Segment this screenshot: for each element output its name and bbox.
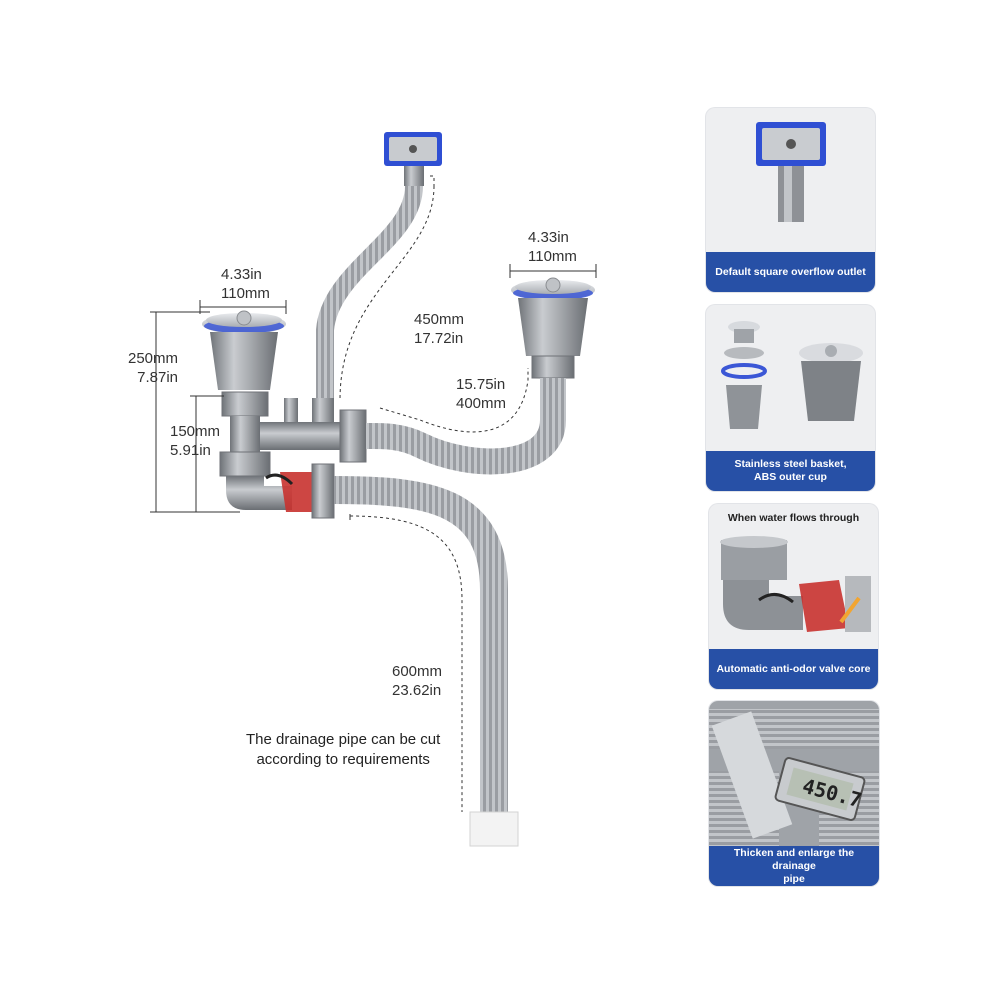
left-trap: [219, 398, 367, 510]
dimension-lines: [150, 175, 597, 812]
feature-card-basket: Stainless steel basket,ABS outer cup: [706, 305, 875, 491]
card-caption: Stainless steel basket,ABS outer cup: [706, 451, 875, 491]
basket-photo: [721, 321, 863, 429]
card-caption: Default square overflow outlet: [706, 252, 875, 292]
right-basket-dimension: 4.33in 110mm: [528, 229, 577, 265]
left-basket-dimension: 4.33in 110mm: [221, 266, 270, 302]
overflow-hose-dimension: 450mm 17.72in: [414, 311, 465, 347]
drain-hose: [333, 476, 508, 812]
valve-photo: [720, 536, 871, 632]
feature-card-valve: When water flows through Automatic anti-…: [709, 504, 878, 689]
connector-hose-dimension: 15.75in 400mm: [456, 376, 507, 412]
cut-to-length-note: The drainage pipe can be cut according t…: [246, 731, 441, 768]
left-sink-basket: [202, 310, 286, 417]
feature-card-overflow: Default square overflow outlet: [706, 108, 875, 292]
overflow-hose: [316, 185, 423, 402]
connector-hose: [365, 378, 566, 475]
right-sink-basket: [511, 277, 595, 379]
overflow-outlet: [384, 132, 442, 186]
card-caption: Automatic anti-odor valve core: [709, 649, 878, 689]
drain-pipe-dimension: 600mm 23.62in: [392, 663, 443, 699]
trap-height-dimension: 150mm 5.91in: [170, 423, 221, 459]
total-height-dimension: 250mm 7.87in: [128, 350, 179, 386]
drain-hose-end: [469, 811, 519, 847]
card-top-note: When water flows through: [727, 512, 860, 524]
overflow-outlet-photo: [756, 122, 826, 222]
